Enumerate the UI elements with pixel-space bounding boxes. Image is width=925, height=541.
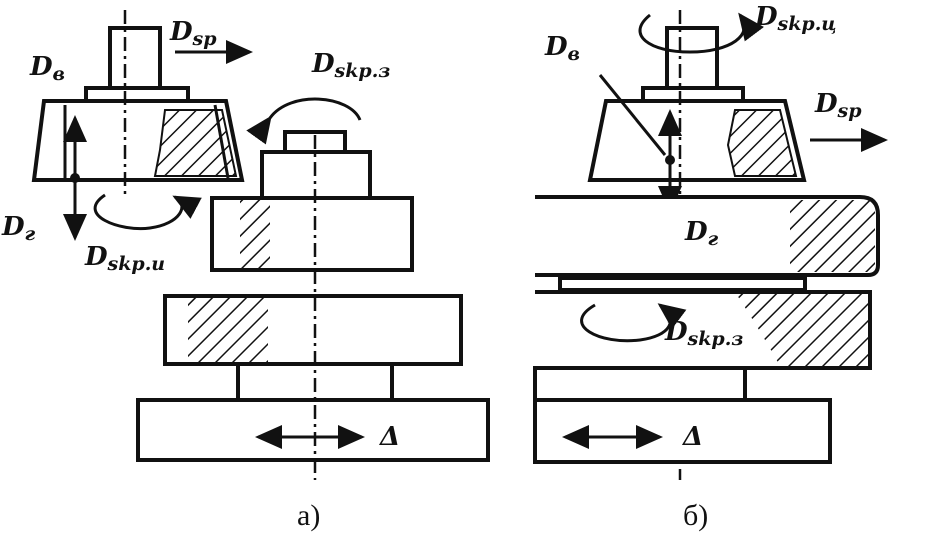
label-feed-radial-b: Dsp — [814, 89, 862, 122]
caption-b: б) — [683, 499, 708, 532]
label-feed-radial-a: Dsp — [169, 17, 217, 50]
label-reciprocating-a: Dв — [29, 52, 65, 85]
tool-rotation-arrow-a — [93, 193, 202, 231]
caption-a: а) — [297, 499, 320, 532]
label-return-a: Dг — [1, 212, 36, 245]
label-reciprocating-b: Dв — [544, 32, 580, 65]
fixture-support-b — [533, 366, 747, 402]
label-return-b: Dг — [684, 217, 719, 250]
figure-a: Dsp Dв Dг Dskp.u Dskp.з Δ а) — [1, 10, 490, 532]
label-tool-rotation-a: Dskp.u — [84, 242, 165, 275]
cutter-section-hatch-a — [153, 109, 238, 177]
cutter-shank-b — [665, 26, 719, 90]
workpiece-rotation-arrow-b — [580, 303, 687, 343]
gear-section-hatch-a — [240, 200, 270, 268]
tool-rotation-arrow-b — [638, 12, 764, 54]
label-tool-rotation-b: Dskp.ц — [754, 2, 837, 35]
label-workpiece-rotation-b: Dskp.з — [664, 317, 743, 350]
label-delta-b: Δ — [681, 422, 703, 452]
label-delta-a: Δ — [378, 422, 400, 452]
cutter-shank-a — [108, 26, 162, 90]
figure-b: Dskp.ц Dв Dsp Dг Dskp.з Δ б) — [533, 2, 888, 532]
workpiece-rotation-arrow-a — [246, 97, 362, 145]
cutter-section-hatch-b — [726, 109, 798, 177]
label-workpiece-rotation-a: Dskp.з — [311, 49, 390, 82]
gear-rim-b — [558, 276, 807, 292]
machine-table-a — [136, 398, 490, 462]
